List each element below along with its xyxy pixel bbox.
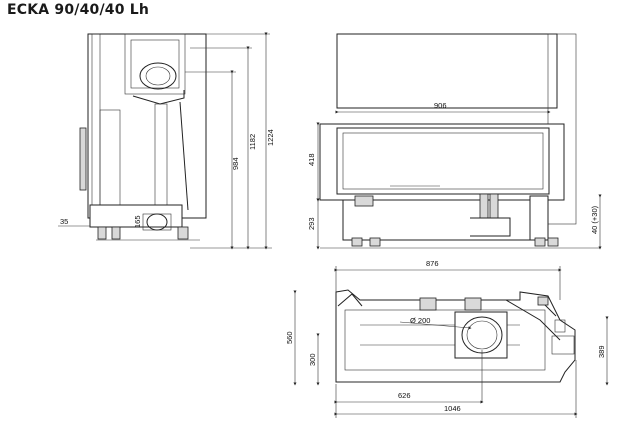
front-view: 906 418 293 40 (+30) xyxy=(307,33,602,250)
dim-876: 876 xyxy=(426,259,439,268)
dim-165: 165 xyxy=(133,215,142,228)
dim-906: 906 xyxy=(434,101,447,110)
dim-1046: 1046 xyxy=(444,404,461,413)
dim-293: 293 xyxy=(307,217,316,230)
dim-560: 560 xyxy=(285,331,294,344)
dim-300: 300 xyxy=(308,353,317,366)
dim-389: 389 xyxy=(597,345,606,358)
dim-40-30: 40 (+30) xyxy=(590,205,599,234)
top-view: 876 560 300 389 Ø 200 626 1046 xyxy=(285,259,609,418)
dim-diameter-200: Ø 200 xyxy=(410,316,430,325)
dim-418: 418 xyxy=(307,153,316,166)
dim-626: 626 xyxy=(398,391,411,400)
side-view: 984 1182 1224 35 165 xyxy=(58,32,275,250)
dim-1182: 1182 xyxy=(248,134,257,150)
dim-35: 35 xyxy=(60,217,68,226)
dim-1224: 1224 xyxy=(266,129,275,146)
drawing-title: ECKA 90/40/40 Lh xyxy=(7,2,150,18)
dim-984: 984 xyxy=(231,157,240,170)
